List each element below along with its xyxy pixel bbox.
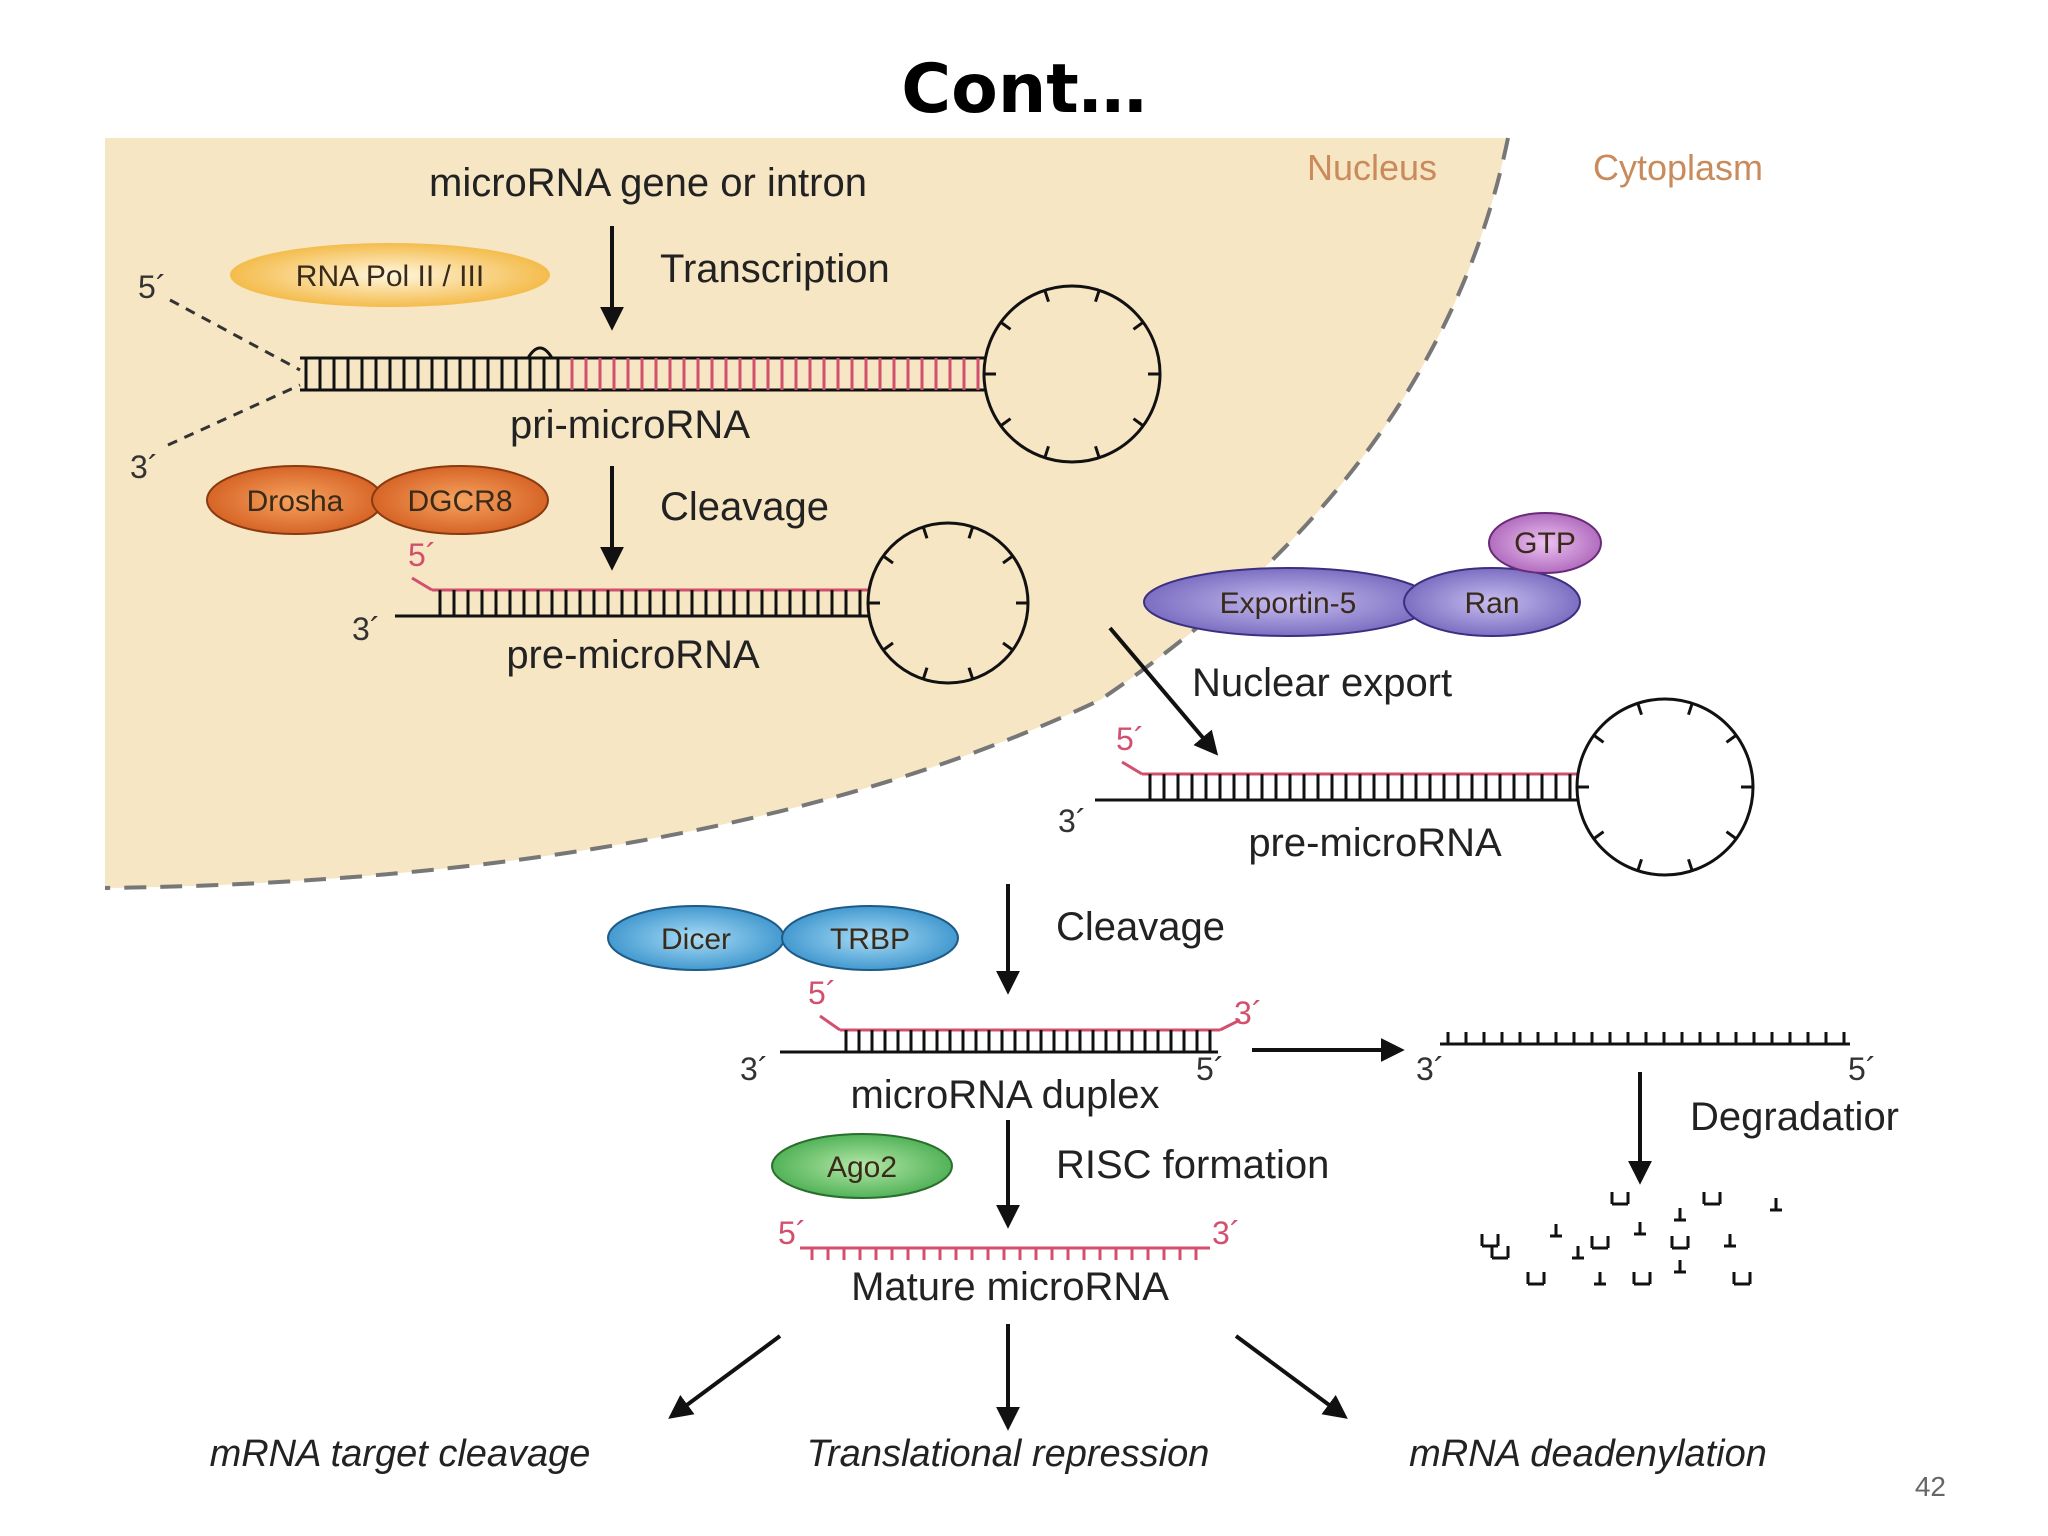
risc-label: RISC formation — [1056, 1143, 1329, 1187]
nuclear-envelope — [104, 137, 1510, 890]
pre-mirna-cyto-structure: 5´ 3´ — [1058, 697, 1755, 877]
pre-mirna-nuclear-structure: 5´ 3´ — [352, 521, 1030, 685]
drosha-dgcr8-complex: Drosha DGCR8 — [206, 465, 549, 535]
mature-5prime-label: 5´ — [778, 1215, 806, 1251]
mirna-duplex-structure: 5´ 3´ 3´ 5´ — [740, 975, 1262, 1087]
ran-label: Ran — [1464, 587, 1519, 620]
pri-mirna-label: pri-microRNA — [510, 403, 750, 447]
mature-mirna-structure: 5´ 3´ — [778, 1215, 1240, 1260]
arrow-to-deadenylation — [1234, 1334, 1348, 1419]
duplex-label: microRNA duplex — [850, 1073, 1159, 1117]
passenger-3prime-label: 3´ — [1416, 1051, 1444, 1087]
pre1-5prime-label: 5´ — [408, 537, 436, 573]
rna-pol-label: RNA Pol II / III — [296, 260, 484, 293]
cleavage-label-1: Cleavage — [660, 485, 829, 529]
duplex-3prime-label: 3´ — [1234, 995, 1262, 1031]
exportin-ran-gtp-complex: Exportin-5 Ran GTP — [1143, 512, 1602, 637]
rna-pol-enzyme: RNA Pol II / III — [230, 243, 550, 307]
passenger-5prime-label: 5´ — [1848, 1051, 1876, 1087]
pri-mirna-structure: 5´ 3´ — [130, 269, 1162, 485]
outcome-target-cleavage: mRNA target cleavage — [210, 1433, 591, 1475]
gene-label: microRNA gene or intron — [429, 161, 867, 205]
passenger-strand: 3´ 5´ — [1416, 1032, 1876, 1087]
pre-mirna-nuclear-label: pre-microRNA — [506, 633, 760, 677]
transcription-label: Transcription — [660, 247, 890, 291]
nucleus-label: Nucleus — [1307, 147, 1437, 188]
mature-mirna-label: Mature microRNA — [851, 1265, 1169, 1309]
degraded-fragments — [1480, 1192, 1782, 1286]
degradation-label: Degradatior — [1690, 1095, 1899, 1139]
pre-mirna-cyto-label: pre-microRNA — [1248, 821, 1502, 865]
drosha-label: Drosha — [247, 485, 344, 518]
exportin-label: Exportin-5 — [1220, 587, 1357, 620]
duplex-3prime-lower-label: 3´ — [740, 1051, 768, 1087]
slide-title: Cont… — [901, 50, 1147, 129]
nucleus-region — [105, 138, 1508, 888]
nuclear-export-arrow — [1108, 626, 1219, 756]
ago2-label: Ago2 — [827, 1151, 897, 1184]
gtp-label: GTP — [1514, 527, 1576, 560]
outcome-deadenylation: mRNA deadenylation — [1409, 1433, 1767, 1475]
pre2-5prime-label: 5´ — [1116, 721, 1144, 757]
dgcr8-label: DGCR8 — [407, 485, 512, 518]
cleavage-label-2: Cleavage — [1056, 905, 1225, 949]
pre1-3prime-label: 3´ — [352, 611, 380, 647]
nuclear-export-label: Nuclear export — [1192, 661, 1452, 705]
page-number: 42 — [1915, 1471, 1946, 1502]
mature-3prime-label: 3´ — [1212, 1215, 1240, 1251]
arrow-to-target-cleavage — [668, 1334, 782, 1419]
pri-3prime-label: 3´ — [130, 449, 158, 485]
pre2-3prime-label: 3´ — [1058, 803, 1086, 839]
trbp-label: TRBP — [830, 923, 910, 956]
duplex-5prime-label: 5´ — [808, 975, 836, 1011]
pri-5prime-label: 5´ — [138, 269, 166, 305]
outcome-translational-repression: Translational repression — [807, 1433, 1210, 1475]
dicer-label: Dicer — [661, 923, 731, 956]
cytoplasm-label: Cytoplasm — [1593, 147, 1763, 188]
ago2-protein: Ago2 — [771, 1133, 953, 1199]
duplex-5prime-lower-label: 5´ — [1196, 1051, 1224, 1087]
dicer-trbp-complex: Dicer TRBP — [607, 905, 959, 971]
